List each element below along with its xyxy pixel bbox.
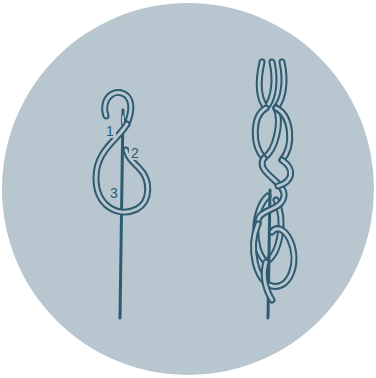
callout-number: 3 bbox=[108, 186, 120, 200]
chain-stitches bbox=[254, 62, 294, 318]
thread-loop bbox=[96, 124, 148, 212]
thread bbox=[105, 92, 131, 124]
background-circle bbox=[2, 3, 374, 375]
callout-number: 2 bbox=[129, 146, 141, 160]
callout-number: 1 bbox=[104, 124, 116, 138]
